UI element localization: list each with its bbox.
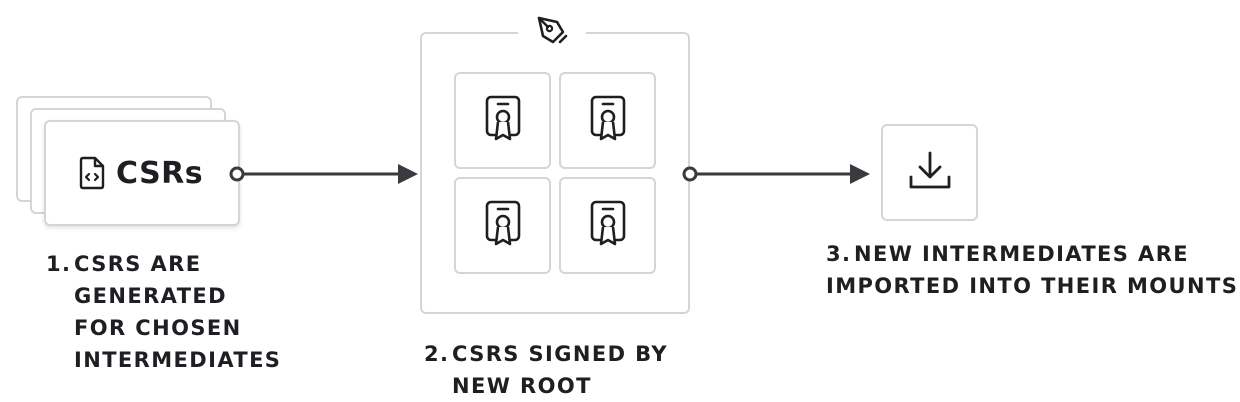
pen-nib-icon bbox=[533, 12, 571, 54]
arrow-origin-dot bbox=[229, 166, 245, 182]
step-3-line-1: NEW INTERMEDIATES ARE bbox=[854, 242, 1190, 266]
csr-label: CSRs bbox=[116, 155, 204, 191]
certificate-cell bbox=[454, 72, 551, 169]
step-1-caption: 1.CSRS ARE GENERATED FOR CHOSEN INTERMED… bbox=[46, 248, 281, 376]
step-2-number: 2. bbox=[424, 342, 450, 366]
step-3-line-2: IMPORTED INTO THEIR MOUNTS bbox=[826, 274, 1239, 298]
certificate-icon bbox=[483, 200, 523, 252]
certificate-icon bbox=[588, 200, 628, 252]
certificate-icon bbox=[483, 95, 523, 147]
certificate-cell bbox=[559, 177, 656, 274]
csr-card-front: CSRs bbox=[44, 120, 240, 226]
step-2-line-1: CSRS SIGNED BY bbox=[452, 342, 669, 366]
arrow-origin-dot bbox=[682, 166, 698, 182]
download-icon bbox=[907, 149, 953, 197]
certificate-icon bbox=[588, 95, 628, 147]
step-1-number: 1. bbox=[46, 252, 72, 276]
certificate-cell bbox=[454, 177, 551, 274]
step-1-line-2: GENERATED bbox=[74, 284, 227, 308]
arrowhead bbox=[850, 164, 870, 184]
step-3-caption: 3.NEW INTERMEDIATES ARE IMPORTED INTO TH… bbox=[826, 238, 1238, 302]
step-1-line-4: INTERMEDIATES bbox=[74, 348, 282, 372]
certificate-cell bbox=[559, 72, 656, 169]
import-box bbox=[881, 124, 978, 221]
step-1-line-3: FOR CHOSEN bbox=[74, 316, 242, 340]
step-2-caption: 2.CSRS SIGNED BY NEW ROOT bbox=[424, 338, 668, 402]
step-2-line-2: NEW ROOT bbox=[452, 374, 592, 398]
code-file-icon bbox=[78, 156, 106, 190]
step-3-number: 3. bbox=[826, 242, 852, 266]
arrowhead bbox=[398, 164, 418, 184]
step-1-line-1: CSRS ARE bbox=[74, 252, 202, 276]
